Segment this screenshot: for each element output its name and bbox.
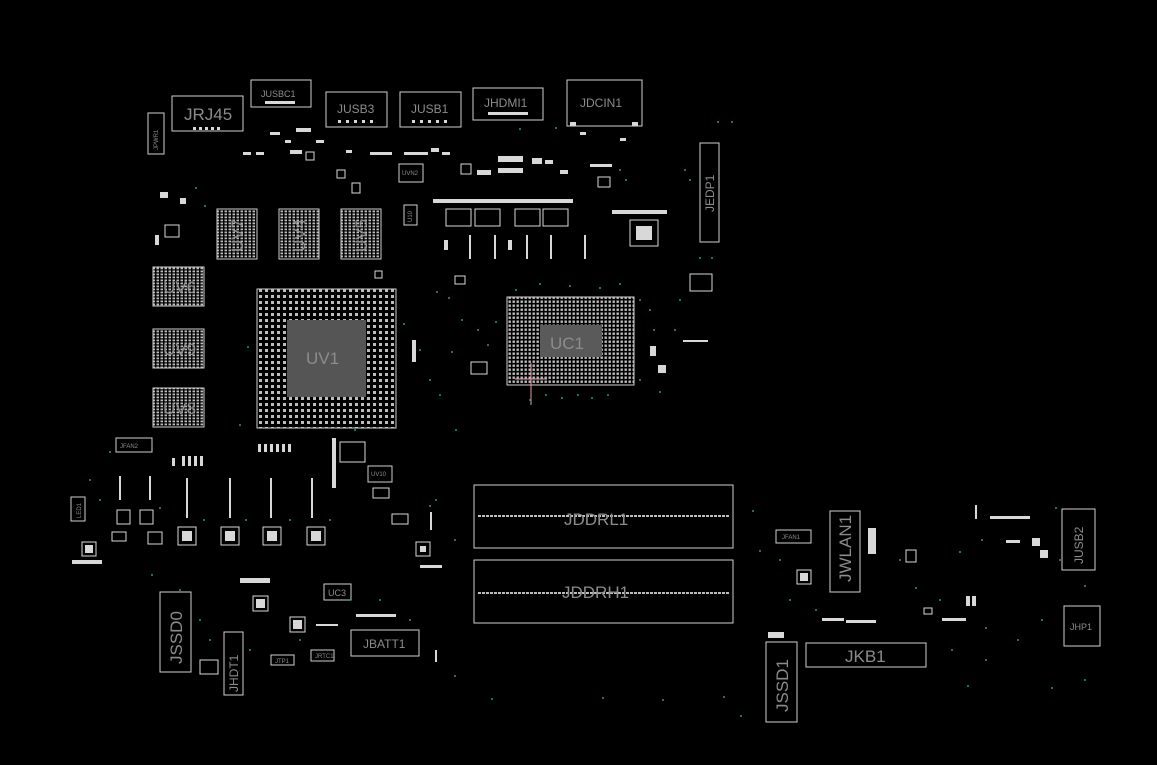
chip-uv1-gpu[interactable]: UV1 xyxy=(256,288,397,429)
passive-components xyxy=(72,128,1048,675)
jhp1-label: JHP1 xyxy=(1070,622,1092,632)
jusb3-label: JUSB3 xyxy=(337,102,375,116)
jhdmi1-label: JHDMI1 xyxy=(484,96,528,110)
slot-jddrl1[interactable]: JDDRL1 xyxy=(473,484,734,549)
uv7-label: UV7 xyxy=(228,219,247,252)
chip-uv8[interactable]: UV8 xyxy=(152,387,205,428)
chip-uv10[interactable]: UV10 xyxy=(367,465,393,483)
uc3-label: UC3 xyxy=(328,588,346,598)
connector-jssd0[interactable]: JSSD0 xyxy=(159,591,192,673)
chip-uc3[interactable]: UC3 xyxy=(323,583,352,601)
jusbc1-label: JUSBC1 xyxy=(261,89,296,99)
jbatt1-label: JBATT1 xyxy=(363,637,406,651)
jdcin1-label: JDCIN1 xyxy=(580,96,622,110)
jusb2-label: JUSB2 xyxy=(1072,526,1086,564)
chip-uv9[interactable]: UV9 xyxy=(152,328,205,369)
connector-jfan1[interactable]: JFAN1 xyxy=(775,529,812,544)
connector-jrtc1[interactable]: JRTC1 xyxy=(310,649,335,662)
connector-jpwr1[interactable]: JPWR1 xyxy=(147,112,165,155)
jedp1-label: JEDP1 xyxy=(703,174,717,212)
jrtc1-label: JRTC1 xyxy=(315,654,334,660)
jssd1-label: JSSD1 xyxy=(773,659,792,712)
chip-uc1-cpu[interactable]: UC1 xyxy=(506,296,635,405)
jusb1-label: JUSB1 xyxy=(411,102,449,116)
u10-label: U10 xyxy=(408,210,414,222)
jfan2-label: JFAN2 xyxy=(120,444,139,450)
jkb1-label: JKB1 xyxy=(845,647,886,666)
connector-jwlan1[interactable]: JWLAN1 xyxy=(829,510,861,593)
jfan1-label: JFAN1 xyxy=(782,535,801,541)
jddrl1-label: JDDRL1 xyxy=(564,510,628,529)
chip-led1[interactable]: LED1 xyxy=(70,496,86,522)
connector-jusb1[interactable]: JUSB1 xyxy=(399,91,462,128)
connector-jedp1[interactable]: JEDP1 xyxy=(699,142,720,243)
jwlan1-label: JWLAN1 xyxy=(836,515,855,582)
uv8-label: UV8 xyxy=(163,399,196,418)
chip-uvn2[interactable]: UVN2 xyxy=(398,163,424,183)
uc1-label: UC1 xyxy=(550,334,584,353)
uv6-label: UV6 xyxy=(163,278,196,297)
connector-jusb3[interactable]: JUSB3 xyxy=(325,91,388,128)
chip-uv7[interactable]: UV7 xyxy=(216,208,258,260)
chip-u10[interactable]: U10 xyxy=(403,204,418,226)
connector-jhp1[interactable]: JHP1 xyxy=(1063,605,1101,647)
chip-uv4[interactable]: UV4 xyxy=(278,208,320,260)
jhdt1-label: JHDT1 xyxy=(227,654,241,692)
jssd0-label: JSSD0 xyxy=(167,611,186,664)
connector-jhdt1[interactable]: JHDT1 xyxy=(223,631,244,696)
connector-jfan2[interactable]: JFAN2 xyxy=(115,437,153,453)
connector-jdcin1[interactable]: JDCIN1 xyxy=(566,79,643,127)
jrj45-label: JRJ45 xyxy=(184,105,232,124)
uvn2-label: UVN2 xyxy=(402,171,419,177)
uv10-label: UV10 xyxy=(371,472,387,478)
uv5-label: UV5 xyxy=(352,219,371,252)
connector-jtp1[interactable]: JTP1 xyxy=(270,654,295,666)
connector-jrj45[interactable]: JRJ45 xyxy=(171,95,244,132)
connector-jkb1[interactable]: JKB1 xyxy=(805,642,927,668)
uv1-label: UV1 xyxy=(306,349,339,368)
uv4-label: UV4 xyxy=(290,219,309,252)
connector-jusb2[interactable]: JUSB2 xyxy=(1061,508,1096,571)
chip-uv6[interactable]: UV6 xyxy=(152,266,205,307)
chip-uv5[interactable]: UV5 xyxy=(340,208,382,260)
connector-jusbc1[interactable]: JUSBC1 xyxy=(250,79,312,108)
connector-jhdmi1[interactable]: JHDMI1 xyxy=(472,87,544,121)
connector-jbatt1[interactable]: JBATT1 xyxy=(350,629,420,657)
led1-label: LED1 xyxy=(77,502,83,518)
vias xyxy=(89,121,1086,717)
jtp1-label: JTP1 xyxy=(275,659,290,665)
jddrh1-label: JDDRH1 xyxy=(562,583,629,602)
connector-jssd1[interactable]: JSSD1 xyxy=(765,641,798,723)
uv9-label: UV9 xyxy=(163,340,196,359)
slot-jddrh1[interactable]: JDDRH1 xyxy=(473,559,734,624)
jpwr1-label: JPWR1 xyxy=(154,129,160,150)
